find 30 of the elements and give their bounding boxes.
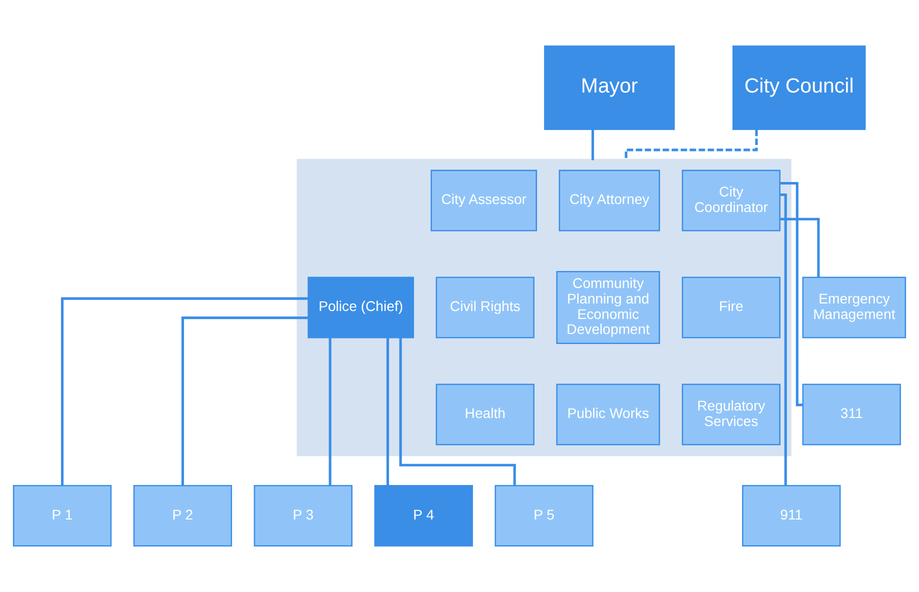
node-box: City Attorney: [558, 170, 660, 232]
node-box: P 1: [12, 485, 112, 547]
node-box: City Assessor: [430, 170, 538, 232]
node-box: Public Works: [556, 384, 660, 446]
node-box: Mayor: [544, 45, 675, 130]
node-box: City Coordinator: [682, 170, 780, 232]
node-box: P 4: [374, 485, 473, 547]
node-box: Emergency Management: [802, 276, 906, 338]
connector: [328, 338, 332, 486]
node-box: 911: [742, 485, 841, 547]
connector: [399, 338, 516, 486]
node-box: Regulatory Services: [682, 384, 780, 446]
node-box: Civil Rights: [436, 276, 534, 338]
node-box: Health: [436, 384, 534, 446]
node-box: P 2: [133, 485, 232, 547]
connector: [591, 130, 594, 160]
node-box: P 5: [494, 485, 594, 547]
connector: [181, 316, 308, 486]
connector: [780, 193, 787, 486]
node-box: Fire: [682, 276, 780, 338]
connector: [60, 297, 308, 486]
cluster: [296, 158, 792, 456]
node-box: 311: [802, 384, 901, 446]
connector: [780, 182, 803, 406]
node-box: Police (Chief): [308, 276, 414, 338]
node-box: City Council: [732, 45, 866, 130]
connector: [780, 218, 820, 278]
node-box: P 3: [254, 485, 352, 547]
connector: [386, 338, 390, 486]
node-box: Community Planning and Economic Development: [556, 271, 660, 344]
